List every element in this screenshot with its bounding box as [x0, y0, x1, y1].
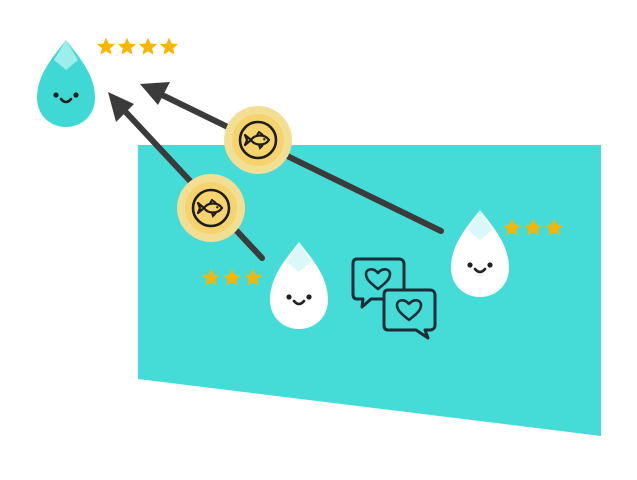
left-eye — [53, 92, 59, 98]
upper-fish-coin — [224, 106, 292, 174]
droplet-body — [451, 210, 509, 297]
heart-chat-bubble-back — [351, 257, 406, 309]
top-left-droplet — [37, 40, 95, 127]
star-icon — [97, 37, 115, 55]
bottom-left-rating-stars — [202, 268, 262, 286]
star-icon — [244, 268, 262, 286]
bottom-left-droplet — [270, 242, 328, 329]
right-rating-stars — [503, 218, 563, 236]
right-eye — [73, 92, 79, 98]
right-eye — [487, 262, 493, 268]
right-droplet — [451, 210, 509, 297]
droplet-body — [37, 40, 95, 127]
droplet-crest — [54, 40, 78, 70]
star-icon — [524, 218, 542, 236]
star-icon — [503, 218, 521, 236]
smile-mouth — [473, 267, 487, 274]
star-icon — [202, 268, 220, 286]
droplet-crest — [287, 242, 311, 272]
lower-fish-coin — [177, 174, 245, 242]
heart-icon — [364, 268, 392, 291]
star-icon — [118, 37, 136, 55]
smile-mouth — [59, 97, 73, 104]
right-eye — [306, 294, 312, 300]
left-eye — [286, 294, 292, 300]
star-icon — [223, 268, 241, 286]
heart-icon — [395, 299, 423, 322]
droplet-body — [270, 242, 328, 329]
left-eye — [467, 262, 473, 268]
droplet-crest — [468, 210, 492, 240]
transfer-arrow-upper — [140, 82, 444, 234]
fish-icon — [243, 130, 271, 150]
smile-mouth — [292, 299, 306, 306]
top-left-rating-stars — [97, 37, 178, 55]
heart-chat-bubble-front — [382, 288, 437, 340]
star-icon — [139, 37, 157, 55]
fish-icon — [196, 198, 224, 218]
star-icon — [545, 218, 563, 236]
star-icon — [160, 37, 178, 55]
